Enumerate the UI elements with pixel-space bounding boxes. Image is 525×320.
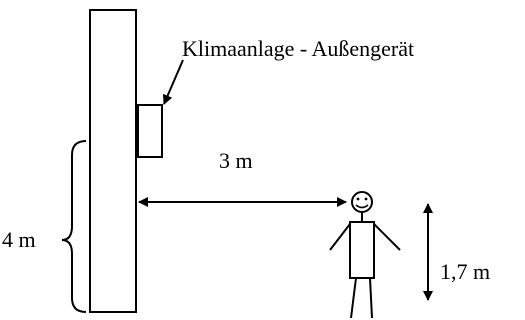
person-left-eye (356, 197, 360, 201)
person-head (351, 191, 373, 213)
person-mouth (355, 204, 369, 209)
person-left-arm (329, 223, 351, 251)
person-figure (329, 191, 401, 319)
person-torso (349, 221, 375, 279)
person-right-eye (364, 197, 368, 201)
person-height-label: 1,7 m (440, 259, 490, 284)
wall-height-brace (61, 140, 87, 313)
wall-height-label: 4 m (2, 227, 36, 252)
wall (89, 9, 137, 313)
person-left-leg (350, 277, 357, 319)
unit-label: Klimaanlage - Außengerät (182, 36, 414, 61)
outdoor-unit (137, 104, 163, 158)
person-right-leg (369, 277, 373, 319)
person-right-arm (373, 223, 401, 251)
distance-label: 3 m (219, 148, 253, 173)
unit-leader-line (162, 59, 184, 105)
